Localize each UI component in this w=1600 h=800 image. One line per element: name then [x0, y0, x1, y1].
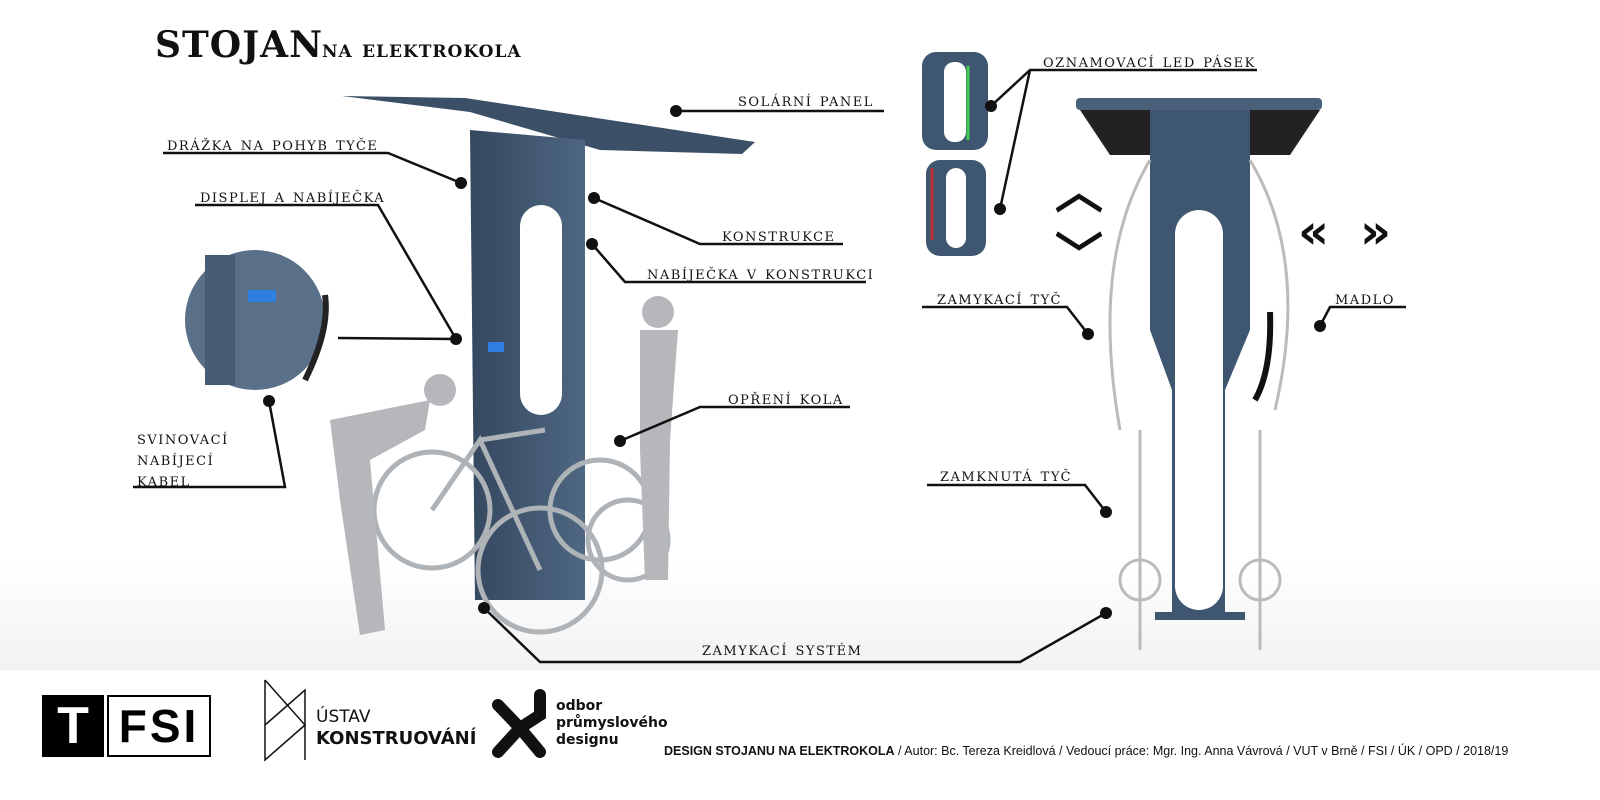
label-construction: KONSTRUKCE [722, 224, 836, 246]
floor [0, 560, 1600, 670]
leader-dots [263, 100, 1326, 619]
label-locking-bar: ZAMYKACÍ TYČ [937, 287, 1062, 309]
leader-lines [133, 68, 1406, 664]
detail-magnifier [185, 250, 329, 390]
footer-project: DESIGN STOJANU NA ELEKTROKOLA [664, 744, 895, 758]
chevron-down-icon: ﹀ [1055, 228, 1104, 284]
label-solar-panel: SOLÁRNÍ PANEL [738, 89, 874, 111]
odbor-line3: designu [556, 732, 619, 748]
odbor-logo: odbor průmyslového designu [556, 698, 668, 749]
label-groove: DRÁŽKA NA POHYB TYČE [167, 133, 379, 155]
label-cable-line3: KABEL [137, 469, 191, 491]
fsi-logo: T FSI [42, 695, 211, 757]
mannequins [330, 296, 678, 635]
label-cable-line1: SVINOVACÍ [137, 427, 229, 449]
title-sub: NA ELEKTROKOLA [322, 34, 522, 63]
ustav-line2: KONSTRUOVÁNÍ [316, 728, 477, 749]
stand-front [1076, 98, 1322, 650]
label-handle: MADLO [1335, 287, 1395, 309]
odbor-line1: odbor [556, 698, 603, 714]
odbor-logo-mark [492, 689, 546, 758]
stand-perspective [342, 96, 755, 600]
label-display: DISPLEJ A NABÍJEČKA [200, 185, 386, 207]
ustav-line1: ÚSTAV [316, 707, 371, 727]
label-locking-system: ZAMYKACÍ SYSTÉM [702, 638, 863, 660]
footer-credits: DESIGN STOJANU NA ELEKTROKOLA / Autor: B… [664, 744, 1508, 758]
chevron-left-icon: « [1298, 204, 1330, 260]
led-detail [922, 52, 988, 256]
chevron-up-icon: ︿ [1055, 164, 1104, 220]
footer-rest: / Autor: Bc. Tereza Kreidlová / Vedoucí … [894, 744, 1509, 758]
fsi-logo-text: FSI [107, 695, 211, 757]
label-cable: SVINOVACÍ NABÍJECÍ KABEL [137, 428, 229, 491]
title-main: STOJAN [155, 24, 324, 66]
ustav-logo-mark [264, 679, 307, 762]
label-charger-in-construction: NABÍJEČKA V KONSTRUKCI [647, 262, 875, 284]
label-led-strip: OZNAMOVACÍ LED PÁSEK [1043, 50, 1256, 72]
label-cable-line2: NABÍJECÍ [137, 448, 215, 470]
ustav-logo: ÚSTAV KONSTRUOVÁNÍ [316, 706, 476, 750]
chevron-right-icon: » [1360, 204, 1392, 260]
fsi-logo-t: T [42, 695, 104, 757]
label-bike-support: OPŘENÍ KOLA [728, 387, 844, 409]
label-locked-bar: ZAMKNUTÁ TYČ [940, 464, 1073, 486]
odbor-line2: průmyslového [556, 715, 668, 731]
